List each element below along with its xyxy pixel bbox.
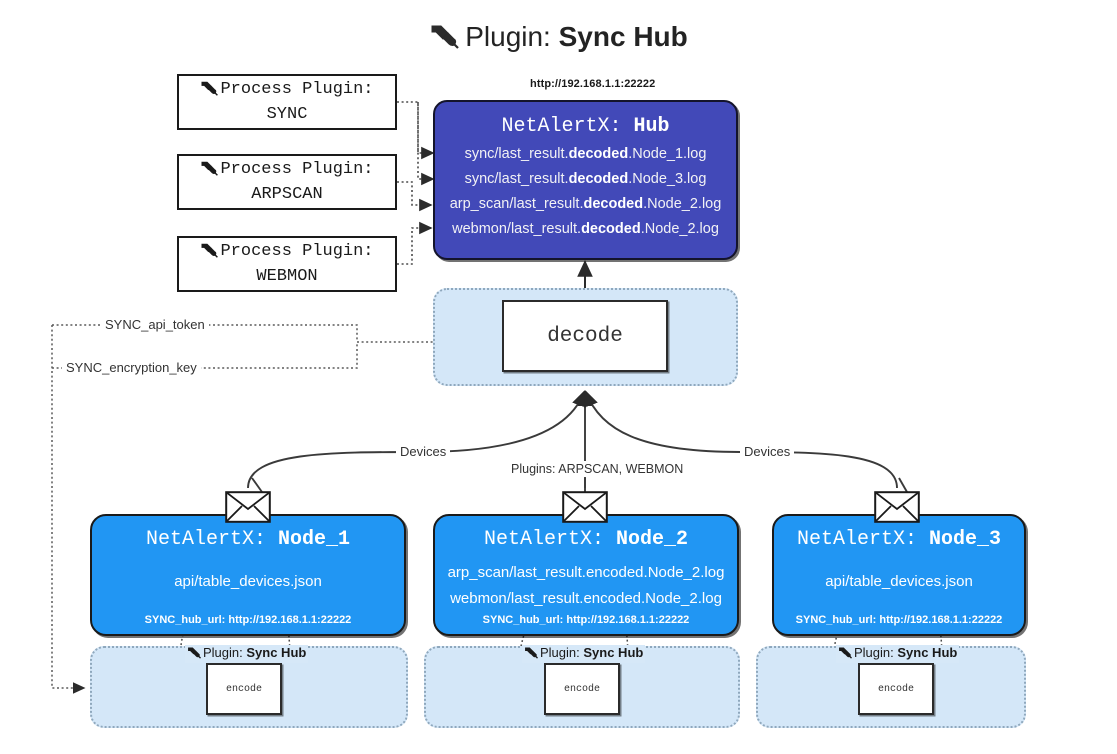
process-plugin-label: Process Plugin:: [220, 241, 374, 261]
node-card-node-3[interactable]: NetAlertX: Node_3 api/table_devices.json…: [772, 514, 1026, 636]
plug-icon: [200, 160, 219, 184]
envelope-icon: [225, 491, 271, 528]
node-card-node-2[interactable]: NetAlertX: Node_2 arp_scan/last_result.e…: [433, 514, 739, 636]
encode-plugin-label-node-2: Plugin: Sync Hub: [522, 645, 646, 663]
process-plugin-name: ARPSCAN: [251, 184, 323, 204]
node-file-row: api/table_devices.json: [174, 573, 322, 590]
hub-file-row: sync/last_result.decoded.Node_3.log: [464, 171, 707, 187]
process-plugin-webmon[interactable]: Process Plugin: WEBMON: [177, 236, 397, 292]
node-heading: NetAlertX: Node_3: [796, 528, 1002, 551]
node-card-node-1[interactable]: NetAlertX: Node_1 api/table_devices.json…: [90, 514, 406, 636]
plug-icon: [838, 646, 853, 663]
secret-label-api-token: SYNC_api_token: [101, 317, 209, 333]
node-file-row: webmon/last_result.encoded.Node_2.log: [450, 590, 722, 607]
hub-file-row: sync/last_result.decoded.Node_1.log: [464, 146, 707, 162]
node-file-row: arp_scan/last_result.encoded.Node_2.log: [447, 564, 725, 581]
hub-card[interactable]: NetAlertX: Hub sync/last_result.decoded.…: [433, 100, 738, 260]
hub-file-row: webmon/last_result.decoded.Node_2.log: [452, 221, 719, 237]
encode-box-node-2[interactable]: encode: [544, 663, 620, 715]
hub-url-label: http://192.168.1.1:22222: [530, 78, 656, 90]
encode-plugin-label-node-1: Plugin: Sync Hub: [185, 645, 309, 663]
plug-icon: [200, 242, 219, 266]
hub-file-row: arp_scan/last_result.decoded.Node_2.log: [449, 196, 722, 212]
envelope-icon: [874, 491, 920, 528]
plug-icon: [524, 646, 539, 663]
encode-box-node-1[interactable]: encode: [206, 663, 282, 715]
flow-label-center-plugins: Plugins: ARPSCAN, WEBMON: [507, 461, 688, 477]
node-heading: NetAlertX: Node_1: [145, 528, 351, 551]
decode-box[interactable]: decode: [502, 300, 668, 372]
process-plugin-label: Process Plugin:: [220, 79, 374, 99]
secret-label-encryption-key: SYNC_encryption_key: [62, 360, 201, 376]
encode-box-node-3[interactable]: encode: [858, 663, 934, 715]
process-plugin-label: Process Plugin:: [220, 159, 374, 179]
plug-icon: [187, 646, 202, 663]
process-plugin-sync[interactable]: Process Plugin: SYNC: [177, 74, 397, 130]
page-title: Plugin: Sync Hub: [0, 16, 1117, 61]
plug-icon: [200, 80, 219, 104]
hub-heading: NetAlertX: Hub: [501, 115, 670, 138]
node-hub-url: SYNC_hub_url: http://192.168.1.1:22222: [795, 614, 1003, 626]
process-plugin-name: WEBMON: [256, 266, 318, 286]
node-hub-url: SYNC_hub_url: http://192.168.1.1:22222: [144, 614, 352, 626]
node-heading: NetAlertX: Node_2: [483, 528, 689, 551]
node-file-row: api/table_devices.json: [825, 573, 973, 590]
process-plugin-arpscan[interactable]: Process Plugin: ARPSCAN: [177, 154, 397, 210]
title-prefix: Plugin:: [465, 21, 551, 52]
flow-label-left-devices: Devices: [396, 444, 451, 460]
plug-icon: [429, 19, 459, 61]
node-hub-url: SYNC_hub_url: http://192.168.1.1:22222: [482, 614, 690, 626]
envelope-icon: [562, 491, 608, 528]
process-plugin-name: SYNC: [266, 104, 308, 124]
flow-label-right-devices: Devices: [740, 444, 795, 460]
encode-plugin-label-node-3: Plugin: Sync Hub: [836, 645, 960, 663]
title-name: Sync Hub: [558, 21, 688, 52]
